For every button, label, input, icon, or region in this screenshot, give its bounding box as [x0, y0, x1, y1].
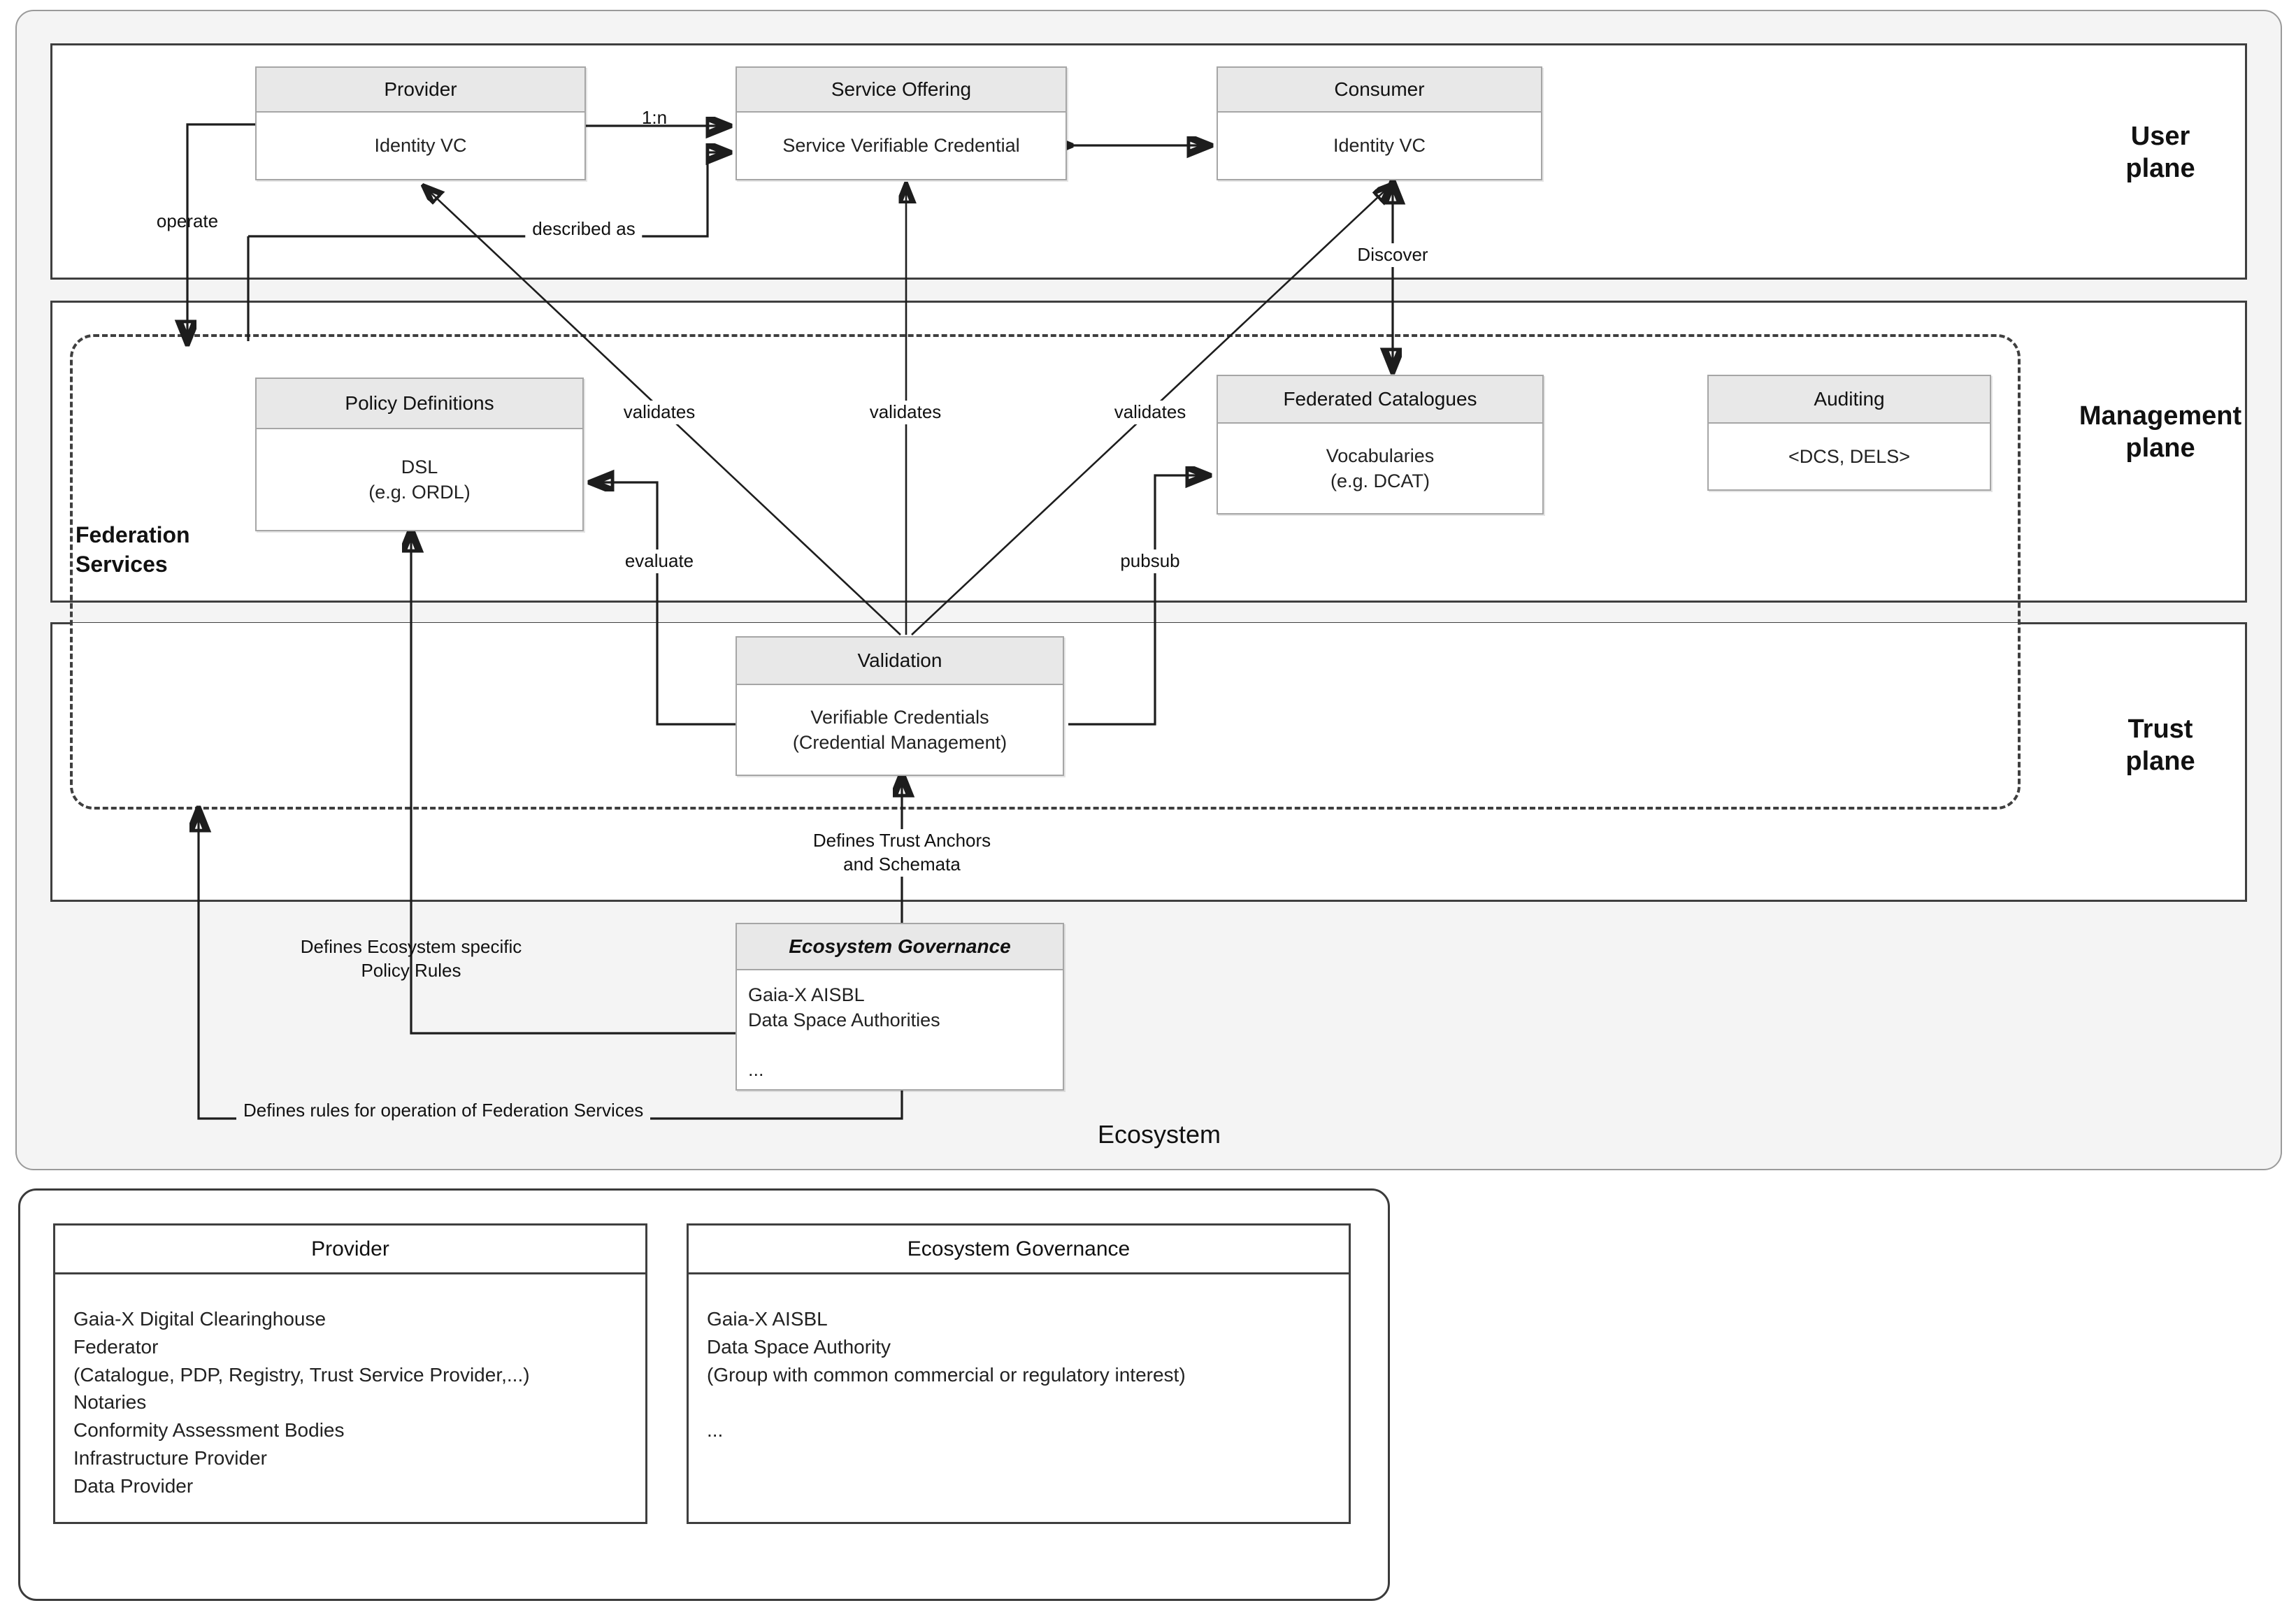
node-service-offering-title: Service Offering	[737, 68, 1066, 113]
legend-provider-title: Provider	[55, 1226, 645, 1274]
trust-plane-label: Trust plane	[2125, 714, 2195, 777]
label-evaluate: evaluate	[619, 549, 700, 573]
node-consumer[interactable]: Consumer Identity VC	[1217, 66, 1542, 180]
label-described-as: described as	[525, 217, 643, 241]
label-defines-trust-anchors: Defines Trust Anchors and Schemata	[805, 829, 998, 877]
node-auditing-title: Auditing	[1709, 376, 1990, 424]
label-defines-operation-rules: Defines rules for operation of Federatio…	[236, 1099, 651, 1123]
label-pubsub: pubsub	[1114, 549, 1186, 573]
node-policy-definitions-body: DSL (e.g. ORDL)	[368, 457, 471, 503]
node-consumer-body: Identity VC	[1333, 134, 1426, 156]
node-validation[interactable]: Validation Verifiable Credentials (Crede…	[736, 636, 1064, 776]
node-provider[interactable]: Provider Identity VC	[255, 66, 586, 180]
ecosystem-caption: Ecosystem	[1097, 1120, 1221, 1149]
node-federated-catalogues-title: Federated Catalogues	[1218, 376, 1542, 424]
node-ecosystem-governance-title: Ecosystem Governance	[737, 924, 1063, 970]
legend-provider-body: Gaia-X Digital Clearinghouse Federator (…	[73, 1308, 530, 1497]
node-federated-catalogues-body: Vocabularies (e.g. DCAT)	[1326, 445, 1435, 491]
dashed-mask-upper	[73, 582, 2018, 601]
legend-ecosystem-governance[interactable]: Ecosystem Governance Gaia-X AISBL Data S…	[687, 1223, 1351, 1524]
federation-services-label: Federation Services	[76, 522, 190, 577]
management-plane-label: Management plane	[2079, 401, 2242, 463]
node-validation-body: Verifiable Credentials (Credential Manag…	[792, 707, 1007, 753]
label-one-to-n: 1:n	[641, 107, 668, 128]
legend-ecosystem-governance-body: Gaia-X AISBL Data Space Authority (Group…	[707, 1308, 1186, 1441]
node-policy-definitions-title: Policy Definitions	[257, 379, 582, 429]
node-service-offering-body: Service Verifiable Credential	[782, 134, 1020, 156]
label-discover: Discover	[1350, 243, 1435, 267]
node-validation-title: Validation	[737, 638, 1063, 685]
node-auditing-body: <DCS, DELS>	[1788, 446, 1911, 468]
user-plane-label: User plane	[2125, 122, 2195, 184]
label-validates-offering: validates	[863, 401, 947, 424]
node-policy-definitions[interactable]: Policy Definitions DSL (e.g. ORDL)	[255, 378, 584, 531]
dashed-mask-gap	[73, 603, 2018, 621]
node-ecosystem-governance[interactable]: Ecosystem Governance Gaia-X AISBL Data S…	[736, 923, 1064, 1091]
node-auditing[interactable]: Auditing <DCS, DELS>	[1707, 375, 1991, 491]
node-provider-body: Identity VC	[374, 134, 467, 156]
label-defines-policy-rules: Defines Ecosystem specific Policy Rules	[300, 936, 522, 981]
node-provider-title: Provider	[257, 68, 584, 113]
legend-ecosystem-governance-title: Ecosystem Governance	[689, 1226, 1349, 1274]
legend-provider[interactable]: Provider Gaia-X Digital Clearinghouse Fe…	[53, 1223, 647, 1524]
node-consumer-title: Consumer	[1218, 68, 1541, 113]
label-validates-consumer: validates	[1108, 401, 1192, 424]
label-validates-provider: validates	[617, 401, 701, 424]
node-service-offering[interactable]: Service Offering Service Verifiable Cred…	[736, 66, 1067, 180]
node-ecosystem-governance-body: Gaia-X AISBL Data Space Authorities ...	[748, 984, 940, 1080]
node-federated-catalogues[interactable]: Federated Catalogues Vocabularies (e.g. …	[1217, 375, 1544, 515]
label-operate: operate	[156, 210, 219, 231]
